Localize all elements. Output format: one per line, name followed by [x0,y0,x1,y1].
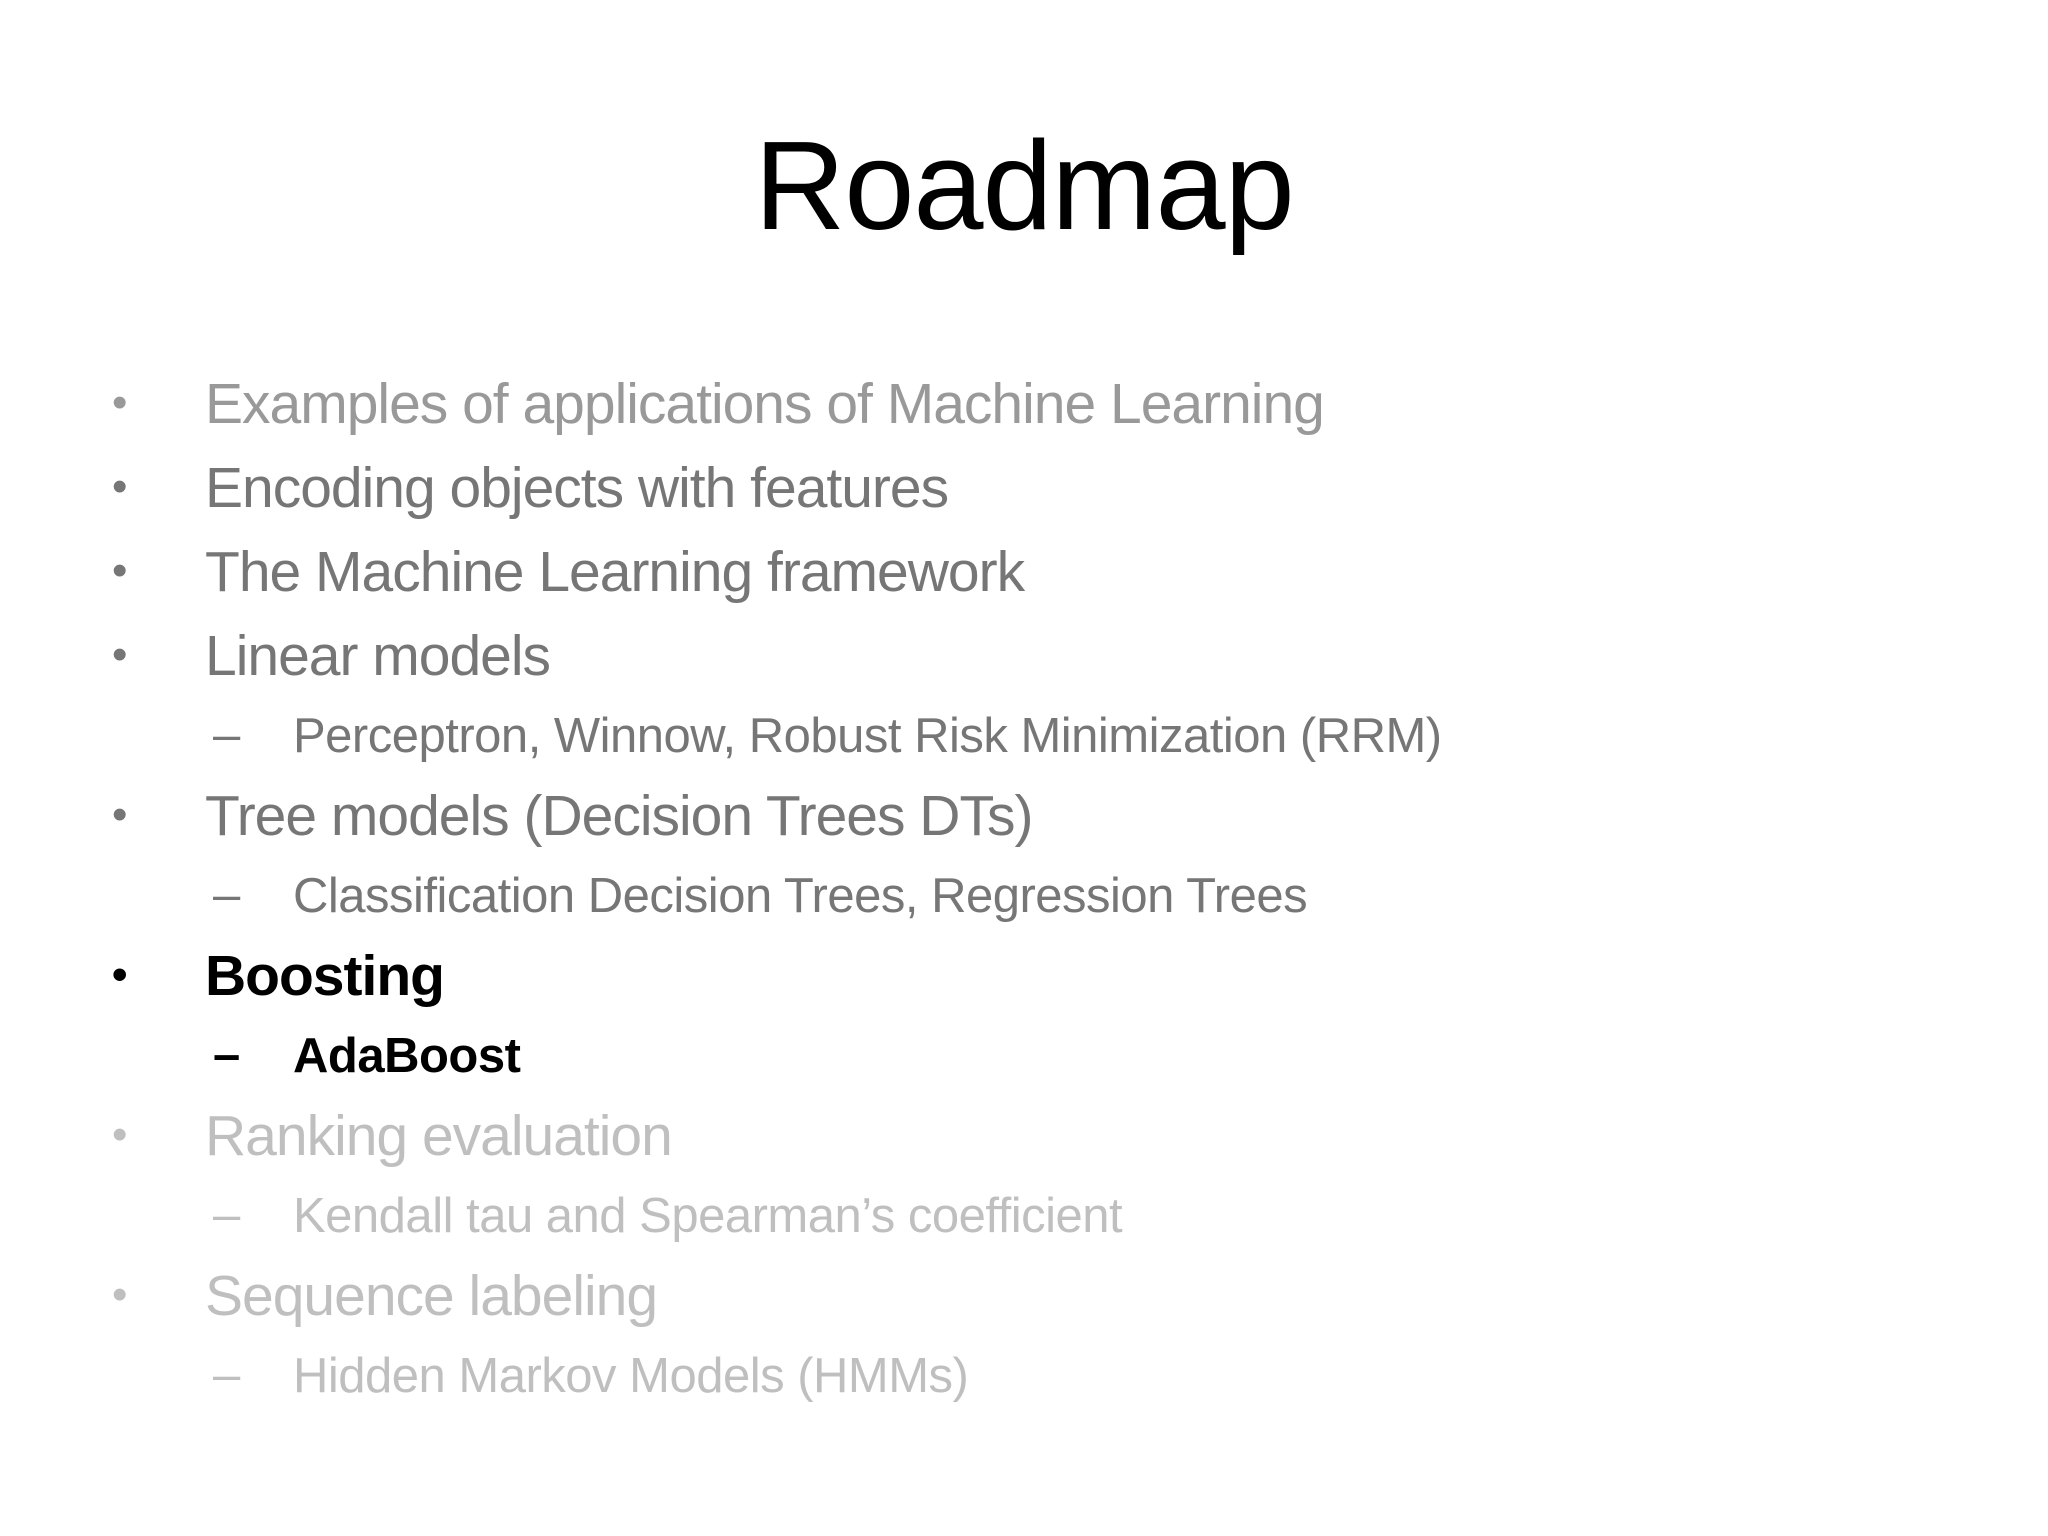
list-item-text: Perceptron, Winnow, Robust Risk Minimiza… [293,709,1442,763]
bullet-icon: • [112,1110,127,1159]
list-item-2: • The Machine Learning framework [0,530,2048,614]
list-item-11: • Sequence labeling [0,1254,2048,1338]
bullet-icon: • [112,1270,127,1319]
list-item-6: –Classification Decision Trees, Regressi… [0,858,2048,934]
dash-icon: – [213,867,240,922]
list-item-5: • Tree models (Decision Trees DTs) [0,774,2048,858]
bullet-icon: • [112,378,127,427]
list-item-text: Boosting [205,944,445,1008]
list-item-1: • Encoding objects with features [0,446,2048,530]
dash-icon: – [213,1187,240,1242]
list-item-3: • Linear models [0,614,2048,698]
list-item-text: Linear models [205,624,551,688]
list-item-text: Kendall tau and Spearman’s coefficient [293,1189,1123,1243]
dash-icon: – [213,1347,240,1402]
list-item-text: Sequence labeling [205,1264,658,1328]
list-item-text: Encoding objects with features [205,456,949,520]
bullet-icon: • [112,546,127,595]
list-item-text: Tree models (Decision Trees DTs) [205,784,1033,848]
dash-icon: – [213,707,240,762]
bullet-icon: • [112,462,127,511]
bullet-icon: • [112,630,127,679]
list-item-0: • Examples of applications of Machine Lea… [0,362,2048,446]
list-item-9: • Ranking evaluation [0,1094,2048,1178]
slide-title: Roadmap [754,115,1294,256]
list-item-10: –Kendall tau and Spearman’s coefficient [0,1178,2048,1254]
bullet-icon: • [112,790,127,839]
bullet-icon: • [112,950,127,999]
list-item-text: The Machine Learning framework [205,540,1025,604]
list-item-8: –AdaBoost [0,1018,2048,1094]
roadmap-list: • Examples of applications of Machine Lea… [0,362,2048,1414]
list-item-text: Hidden Markov Models (HMMs) [293,1349,969,1403]
list-item-4: –Perceptron, Winnow, Robust Risk Minimiz… [0,698,2048,774]
list-item-text: Ranking evaluation [205,1104,673,1168]
list-item-text: Classification Decision Trees, Regressio… [293,869,1308,923]
list-item-text: AdaBoost [293,1029,521,1083]
list-item-text: Examples of applications of Machine Lear… [205,372,1325,436]
dash-icon: – [213,1027,240,1082]
list-item-12: –Hidden Markov Models (HMMs) [0,1338,2048,1414]
list-item-7: • Boosting [0,934,2048,1018]
